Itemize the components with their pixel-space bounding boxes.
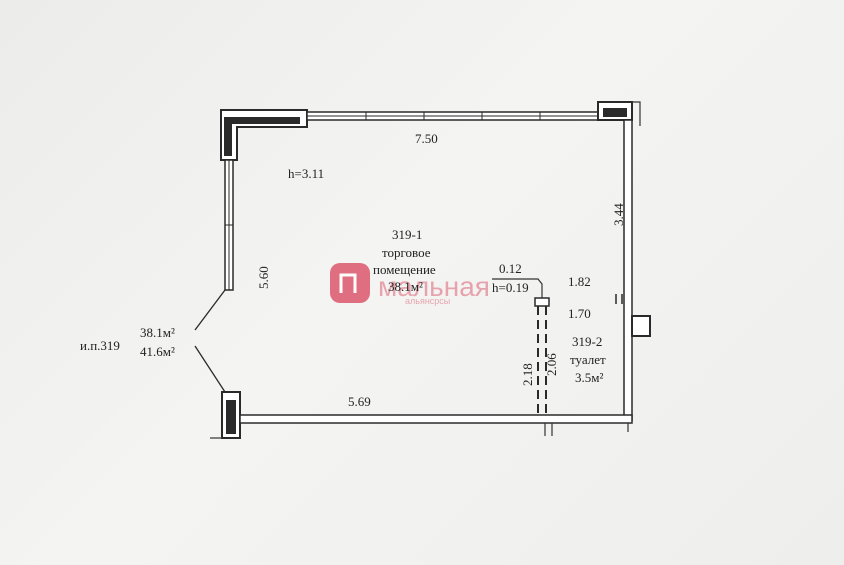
dim-toilet-width: 1.82 (568, 274, 591, 289)
dim-top: 7.50 (415, 131, 438, 146)
step-height: h=0.19 (492, 280, 529, 295)
summary-area-2: 41.6м² (140, 344, 175, 359)
room-main-number: 319-1 (392, 227, 422, 242)
dim-partition-b: 2.06 (544, 353, 559, 376)
room-main-area: 38.1м² (388, 279, 423, 294)
watermark-logo-icon (330, 263, 370, 303)
dim-partition-a: 2.18 (520, 363, 535, 386)
bay-line-lower (194, 345, 226, 393)
dim-toilet-depth: 1.70 (568, 306, 591, 321)
watermark-text: мальная (378, 271, 490, 302)
room-toilet-area: 3.5м² (575, 370, 603, 385)
walls (194, 101, 651, 439)
room-main-name-2: помещение (373, 262, 436, 277)
room-main-name-1: торговое (382, 245, 431, 260)
watermark-subtext: альянсрсы (405, 296, 450, 306)
step-width: 0.12 (499, 261, 522, 276)
watermark: мальная альянсрсы (330, 263, 490, 306)
corner-block-top-left-fill (224, 117, 300, 156)
bay-line-upper (194, 289, 226, 331)
vent-block (631, 315, 651, 337)
step-outline (492, 278, 543, 298)
dim-right-upper: 3.44 (611, 203, 626, 226)
room-toilet-number: 319-2 (572, 334, 602, 349)
summary-area-1: 38.1м² (140, 325, 175, 340)
ceiling-height-label: h=3.11 (288, 166, 324, 181)
wall-right (623, 119, 633, 421)
room-toilet-name: туалет (570, 352, 606, 367)
dim-bottom: 5.69 (348, 394, 371, 409)
dim-left: 5.60 (256, 266, 271, 289)
wall-bottom (239, 414, 633, 424)
summary-label: и.п.319 (80, 338, 120, 353)
